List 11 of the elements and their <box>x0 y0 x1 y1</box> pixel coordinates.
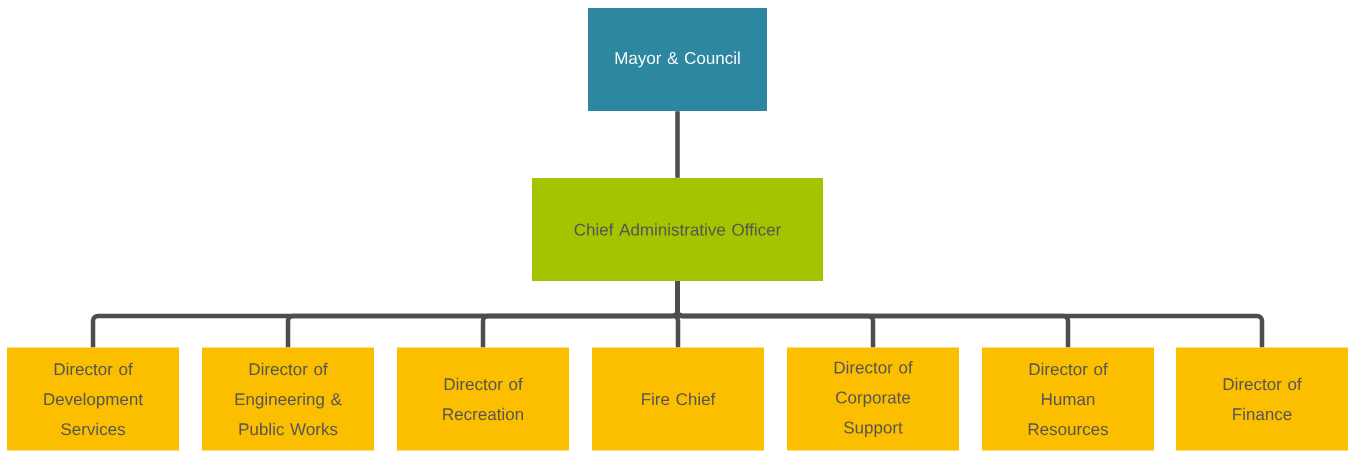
department-box: Director of Finance <box>1176 347 1348 451</box>
top-box: Mayor & Council <box>588 8 767 111</box>
department-box: Director of Development Services <box>7 347 179 451</box>
department-box: Director of Human Resources <box>982 347 1154 451</box>
department-box: Director of Recreation <box>397 347 569 451</box>
department-box: Director of Corporate Support <box>787 347 959 451</box>
manager-box: Chief Administrative Officer <box>532 178 823 281</box>
department-box: Director of Engineering & Public Works <box>202 347 374 451</box>
connector-line <box>675 111 680 178</box>
connector-line <box>675 281 1265 348</box>
department-box: Fire Chief <box>592 347 764 451</box>
